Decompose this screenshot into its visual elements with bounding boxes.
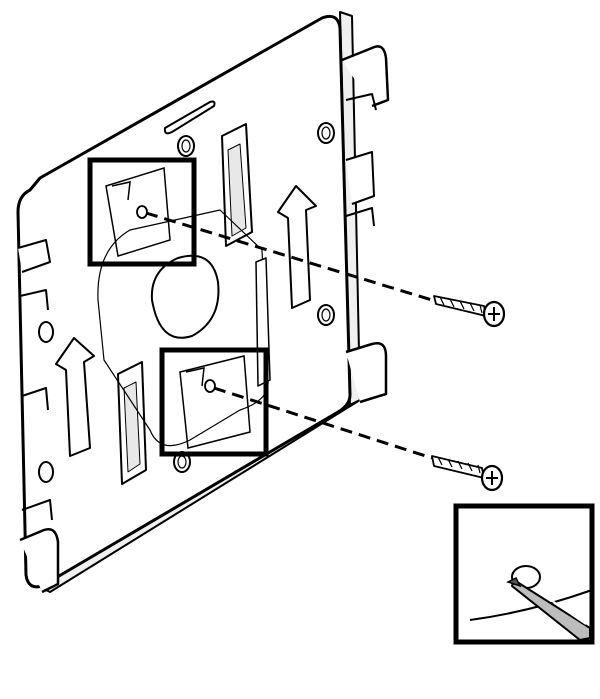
screw-upper: [433, 295, 506, 328]
mounting-hole-lower: [204, 379, 216, 393]
detail-inset-screwdriver: [453, 503, 595, 645]
guide-line-upper: [145, 211, 433, 302]
callout-box-lower: [159, 347, 269, 457]
callout-box-upper: [87, 157, 197, 267]
screwdriver-shaft: [510, 578, 591, 642]
surface-line: [469, 589, 593, 621]
up-arrow-icons: [55, 185, 317, 457]
mounting-hole-upper: [136, 205, 148, 219]
screw-lower: [431, 455, 504, 492]
mounting-plate: [16, 11, 390, 594]
guide-line-lower: [213, 386, 433, 460]
up-arrow-icon: [277, 185, 317, 309]
up-arrow-icon: [55, 337, 95, 457]
guide-lines: [145, 211, 433, 460]
